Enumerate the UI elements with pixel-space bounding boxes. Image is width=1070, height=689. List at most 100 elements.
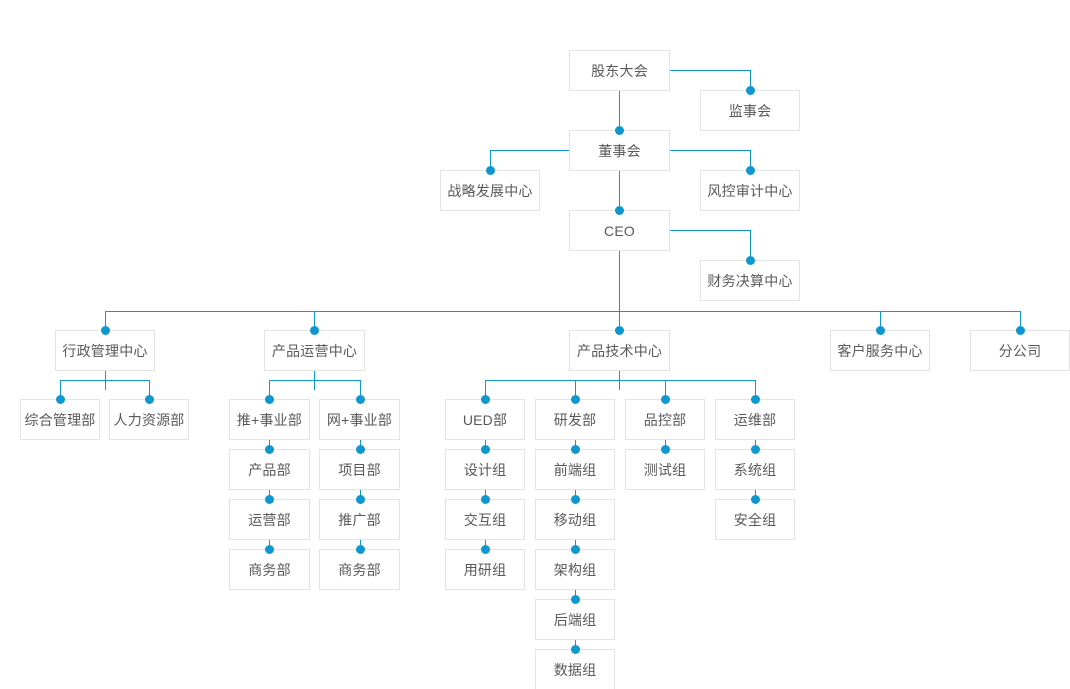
connector-line	[755, 490, 756, 499]
org-node-n19[interactable]: 运营部	[229, 499, 310, 540]
org-node-n24[interactable]: 研发部	[535, 399, 615, 440]
connector-line	[619, 251, 620, 311]
connector-dot	[571, 595, 580, 604]
org-node-n26[interactable]: 运维部	[715, 399, 795, 440]
org-node-n18[interactable]: 项目部	[319, 449, 400, 490]
connector-line	[149, 380, 150, 399]
connector-line	[750, 230, 751, 260]
connector-dot	[101, 326, 110, 335]
org-node-n36[interactable]: 后端组	[535, 599, 615, 640]
org-node-n33[interactable]: 安全组	[715, 499, 795, 540]
connector-line	[575, 440, 576, 449]
connector-line	[619, 91, 620, 130]
connector-line	[619, 171, 620, 210]
connector-line	[670, 230, 750, 231]
connector-dot	[751, 495, 760, 504]
org-node-n37[interactable]: 数据组	[535, 649, 615, 689]
org-node-n3[interactable]: 董事会	[569, 130, 670, 171]
connector-dot	[571, 495, 580, 504]
connector-line	[360, 490, 361, 499]
connector-dot	[746, 256, 755, 265]
connector-dot	[56, 395, 65, 404]
connector-line	[750, 70, 751, 90]
connector-dot	[265, 445, 274, 454]
connector-line	[670, 70, 750, 71]
connector-dot	[876, 326, 885, 335]
connector-line	[269, 380, 270, 399]
connector-line	[485, 380, 755, 381]
org-node-n12[interactable]: 分公司	[970, 330, 1070, 371]
org-node-n11[interactable]: 客户服务中心	[830, 330, 930, 371]
connector-line	[750, 150, 751, 170]
connector-line	[360, 540, 361, 549]
connector-dot	[481, 545, 490, 554]
connector-dot	[661, 395, 670, 404]
org-node-n17[interactable]: 产品部	[229, 449, 310, 490]
connector-line	[269, 490, 270, 499]
connector-dot	[746, 86, 755, 95]
connector-line	[619, 311, 620, 330]
connector-dot	[481, 495, 490, 504]
connector-line	[575, 590, 576, 599]
connector-line	[880, 311, 881, 330]
connector-line	[269, 380, 360, 381]
connector-line	[485, 440, 486, 449]
org-node-n27[interactable]: 设计组	[445, 449, 525, 490]
connector-line	[670, 150, 750, 151]
org-node-n28[interactable]: 前端组	[535, 449, 615, 490]
org-node-n14[interactable]: 人力资源部	[109, 399, 189, 440]
connector-dot	[356, 495, 365, 504]
org-node-n9[interactable]: 产品运营中心	[264, 330, 365, 371]
connector-line	[60, 380, 61, 399]
org-node-n29[interactable]: 测试组	[625, 449, 705, 490]
connector-line	[314, 311, 315, 330]
org-node-n23[interactable]: UED部	[445, 399, 525, 440]
connector-line	[1020, 311, 1021, 330]
connector-line	[269, 440, 270, 449]
connector-dot	[265, 395, 274, 404]
org-node-n32[interactable]: 移动组	[535, 499, 615, 540]
connector-line	[490, 150, 491, 170]
connector-line	[755, 440, 756, 449]
org-node-n6[interactable]: CEO	[569, 210, 670, 251]
connector-dot	[571, 545, 580, 554]
connector-dot	[751, 445, 760, 454]
org-node-n34[interactable]: 用研组	[445, 549, 525, 590]
org-node-n7[interactable]: 财务决算中心	[700, 260, 800, 301]
connector-dot	[481, 395, 490, 404]
org-node-n5[interactable]: 风控审计中心	[700, 170, 800, 211]
connector-line	[490, 150, 569, 151]
org-node-n20[interactable]: 推广部	[319, 499, 400, 540]
org-node-n1[interactable]: 股东大会	[569, 50, 670, 91]
org-node-n8[interactable]: 行政管理中心	[55, 330, 155, 371]
connector-dot	[356, 445, 365, 454]
connector-dot	[265, 545, 274, 554]
org-node-n10[interactable]: 产品技术中心	[569, 330, 670, 371]
connector-line	[575, 640, 576, 649]
connector-line	[60, 380, 150, 381]
connector-dot	[571, 645, 580, 654]
org-node-n30[interactable]: 系统组	[715, 449, 795, 490]
org-node-n2[interactable]: 监事会	[700, 90, 800, 131]
org-node-n21[interactable]: 商务部	[229, 549, 310, 590]
connector-dot	[615, 326, 624, 335]
org-node-n35[interactable]: 架构组	[535, 549, 615, 590]
connector-line	[485, 490, 486, 499]
connector-line	[755, 380, 756, 399]
org-node-n13[interactable]: 综合管理部	[20, 399, 100, 440]
connector-line	[269, 540, 270, 549]
connector-dot	[615, 206, 624, 215]
connector-line	[575, 380, 576, 399]
org-node-n4[interactable]: 战略发展中心	[440, 170, 540, 211]
connector-dot	[746, 166, 755, 175]
connector-line	[360, 440, 361, 449]
connector-line	[485, 540, 486, 549]
org-node-n25[interactable]: 品控部	[625, 399, 705, 440]
connector-dot	[571, 395, 580, 404]
connector-dot	[356, 395, 365, 404]
connector-dot	[661, 445, 670, 454]
org-node-n16[interactable]: 网+事业部	[319, 399, 400, 440]
org-node-n31[interactable]: 交互组	[445, 499, 525, 540]
org-node-n22[interactable]: 商务部	[319, 549, 400, 590]
org-node-n15[interactable]: 推+事业部	[229, 399, 310, 440]
